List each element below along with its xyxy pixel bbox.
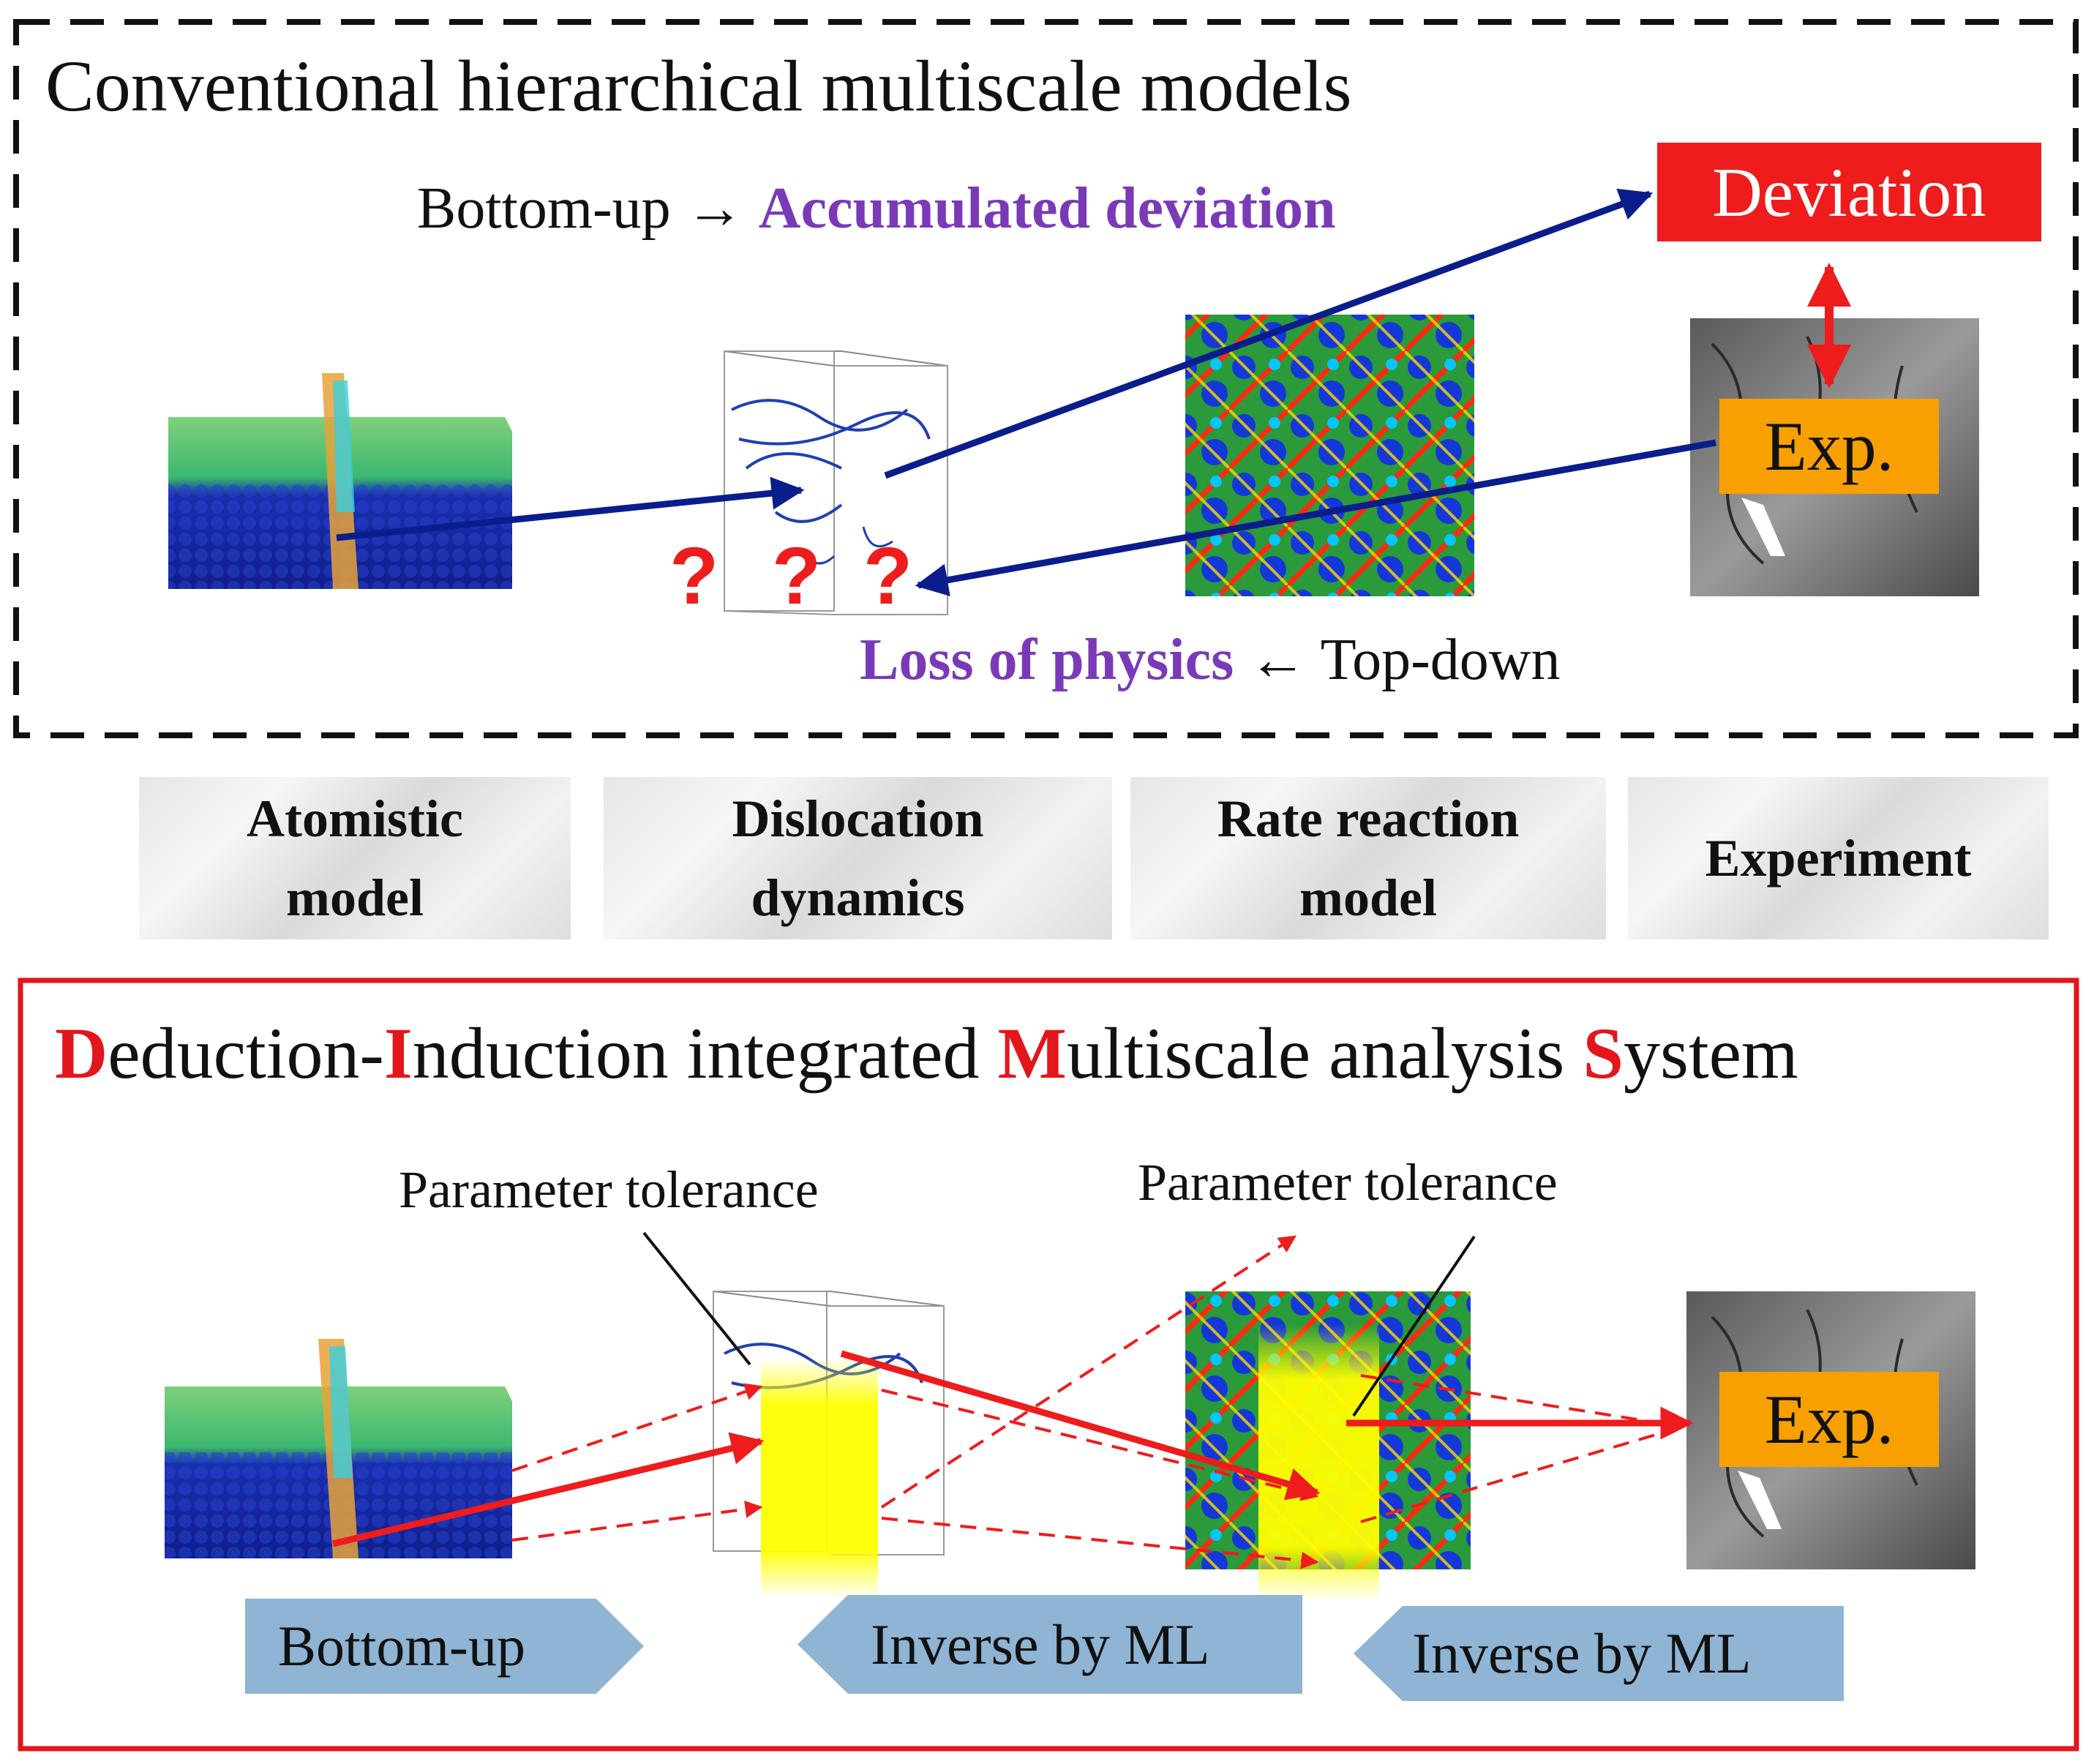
- label-dislocation-dynamics: Dislocation dynamics: [604, 777, 1112, 939]
- chevron-inverse-ml-2: Inverse by ML: [1354, 1606, 1844, 1701]
- top-panel-dashed-border: [13, 19, 2079, 738]
- label-rate-reaction-model: Rate reaction model: [1130, 777, 1606, 939]
- arrow-atomistic-to-dd: [336, 476, 805, 541]
- dims-title-part: D: [55, 1013, 108, 1094]
- parameter-tolerance-label-2: Parameter tolerance: [1138, 1153, 1558, 1212]
- dims-title-part: S: [1583, 1013, 1624, 1094]
- dislocation-image-bottom: [713, 1291, 945, 1599]
- arrow-dd-to-deviation: [884, 188, 1654, 479]
- dims-title-part: ystem: [1623, 1013, 1798, 1094]
- tolerance-glow-dd: [761, 1357, 878, 1599]
- label-atomistic-model: Atomistic model: [139, 777, 571, 939]
- dims-title-part: I: [383, 1013, 413, 1094]
- rate-reaction-image-top: [1185, 315, 1474, 596]
- dims-title: Deduction-Induction integrated Multiscal…: [55, 1017, 1798, 1090]
- loss-of-physics-label: Loss of physics: [860, 628, 1234, 692]
- deviation-box: Deviation: [1657, 143, 2041, 241]
- accumulated-deviation-label: Accumulated deviation: [758, 176, 1336, 241]
- chevron-bottom-up: Bottom-up: [245, 1599, 644, 1694]
- dashed-arrows: [511, 1235, 1684, 1569]
- question-mark-2: ?: [772, 531, 821, 621]
- dims-title-part: ultiscale analysis: [1066, 1013, 1583, 1094]
- arrow-bottom-up-1: [331, 1432, 765, 1547]
- top-down-caption: Loss of physics ← Top-down: [860, 631, 1561, 689]
- dims-title-part: nduction integrated: [412, 1013, 998, 1094]
- arrow-bottom-up-2: [840, 1350, 1321, 1501]
- exp-box-top: Exp.: [1719, 399, 1939, 494]
- dims-title-part: M: [997, 1013, 1067, 1094]
- top-panel-title: Conventional hierarchical multiscale mod…: [45, 45, 1352, 127]
- label-experiment: Experiment: [1628, 777, 2049, 939]
- parameter-tolerance-label-1: Parameter tolerance: [399, 1160, 819, 1219]
- question-mark-3: ?: [863, 531, 912, 621]
- bottom-panel-red-border: [18, 977, 2079, 1752]
- exp-box-bottom: Exp.: [1719, 1372, 1939, 1467]
- rate-reaction-image-bottom: [1185, 1291, 1471, 1602]
- atomistic-image-top: [168, 373, 512, 589]
- question-mark-1: ?: [669, 531, 718, 621]
- bottom-up-caption: Bottom-up → Accumulated deviation: [417, 179, 1336, 238]
- dims-title-part: eduction-: [108, 1013, 384, 1094]
- dislocation-image-top: [724, 350, 948, 615]
- tolerance-pointer-2: [1352, 1235, 1476, 1417]
- bottom-up-prefix: Bottom-up →: [417, 176, 759, 241]
- atomistic-image-bottom: [165, 1339, 512, 1558]
- chevron-inverse-ml-1: Inverse by ML: [798, 1595, 1302, 1694]
- arrow-exp-to-dd: [915, 439, 1716, 597]
- top-down-suffix: ← Top-down: [1234, 628, 1561, 692]
- tolerance-pointer-1: [642, 1231, 751, 1366]
- tolerance-glow-rr: [1258, 1324, 1379, 1602]
